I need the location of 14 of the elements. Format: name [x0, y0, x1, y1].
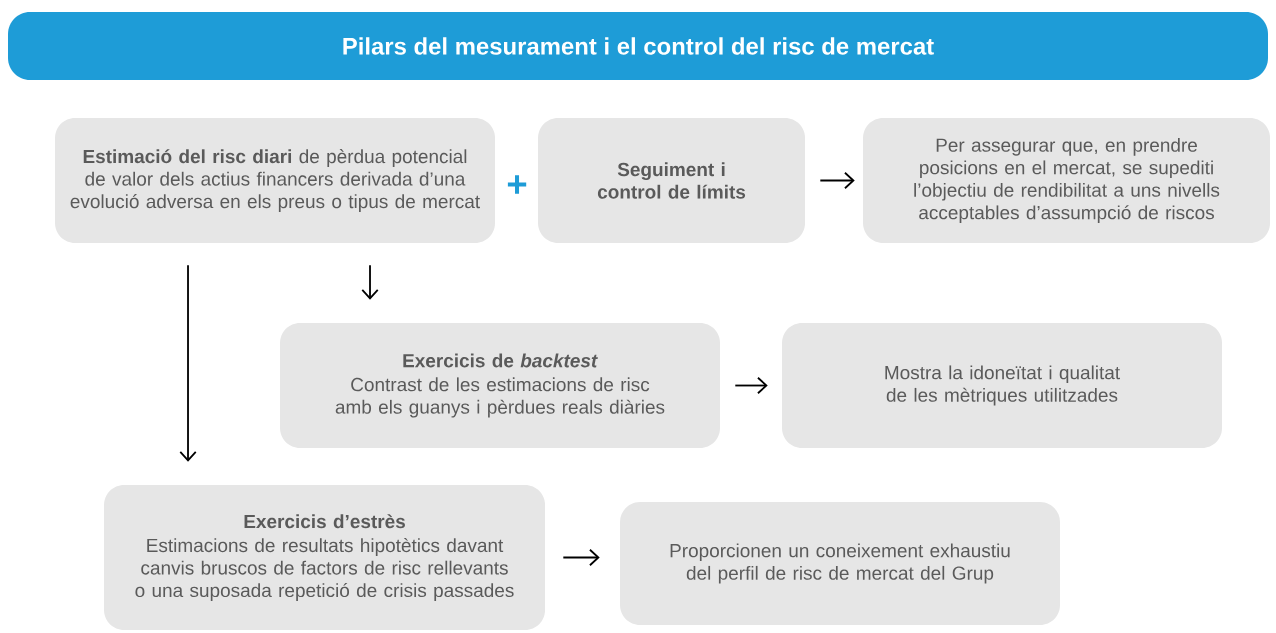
process-box: Exercicis d’estrès Estimacions de resultats hipotètics davant canvis bruscos de factors de risc rellevants o una suposada repetició de crisis passades	[104, 485, 546, 630]
process-box: Mostra la idoneïtat i qualitat de les mètriques utilitzades	[782, 323, 1222, 448]
arrow	[361, 264, 379, 300]
plus-sign: +	[507, 175, 527, 194]
arrow	[179, 264, 197, 462]
process-box: Proporcionen un coneixement exhaustiu del perfil de risc de mercat del Grup	[620, 502, 1060, 625]
process-box: Estimació del risc diari de pèrdua potencial de valor dels actius financers derivada d’una evolució adversa en els preus o tipus de mercat	[55, 118, 495, 243]
process-box: Per assegurar que, en prendre posicions en el mercat, se supediti l’objectiu de rendibilitat a uns nivells acceptables d’assumpció de riscos	[863, 118, 1270, 243]
arrow	[734, 376, 768, 395]
process-box: Exercicis de backtest Contrast de les estimacions de risc amb els guanys i pèrdues reals diàries	[280, 323, 720, 448]
process-box: Seguiment i control de límits	[538, 118, 806, 243]
arrow	[562, 548, 600, 567]
arrow	[819, 171, 855, 190]
title-banner: Pilars del mesurament i el control del risc de mercat	[8, 12, 1268, 80]
